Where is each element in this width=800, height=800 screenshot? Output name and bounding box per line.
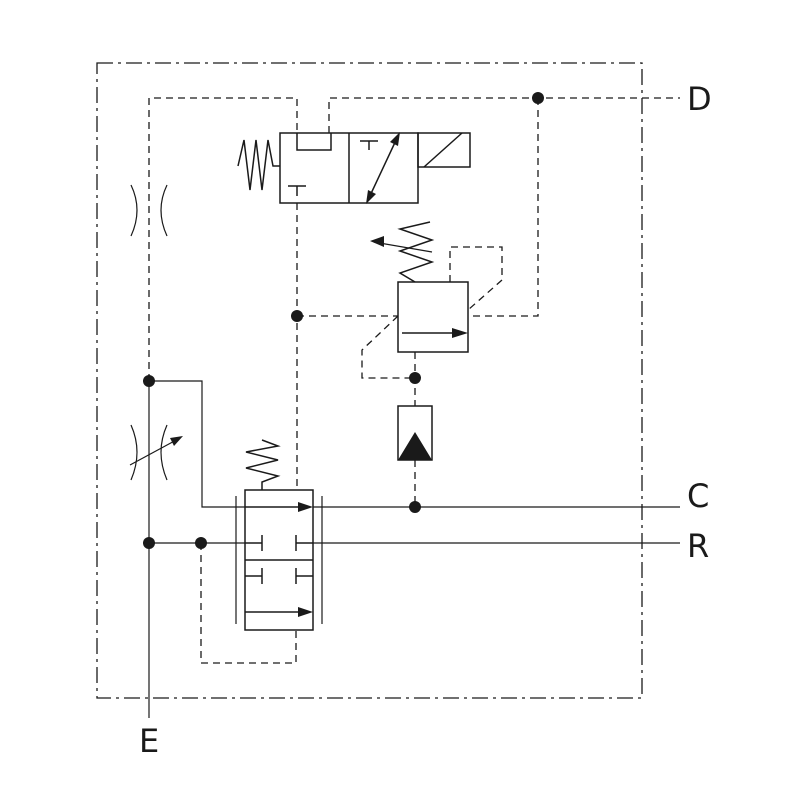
pilot-to-spool-line: [149, 380, 245, 508]
fixed-orifice: [130, 184, 168, 237]
d-branch-line: [468, 98, 539, 317]
enclosure-boundary: [96, 62, 643, 699]
relief-valve: [361, 221, 503, 379]
solenoid-valve: [237, 132, 471, 204]
port-r-label: R: [687, 527, 709, 565]
pilot-line-left: [148, 97, 298, 381]
adjustable-orifice: [129, 424, 183, 481]
port-c-label: C: [687, 477, 709, 515]
port-e-label: E: [139, 722, 159, 760]
junction-dot: [409, 372, 421, 384]
junction-dot: [409, 501, 421, 513]
junction-dot: [143, 537, 155, 549]
port-d-line: [328, 97, 680, 133]
port-d-label: D: [687, 80, 712, 118]
drain-line: [200, 543, 297, 664]
junction-dot: [143, 375, 155, 387]
junction-dot: [195, 537, 207, 549]
check-valve: [397, 405, 433, 461]
spool-valve: [235, 439, 323, 631]
junction-dot: [291, 310, 303, 322]
junction-dot: [532, 92, 544, 104]
